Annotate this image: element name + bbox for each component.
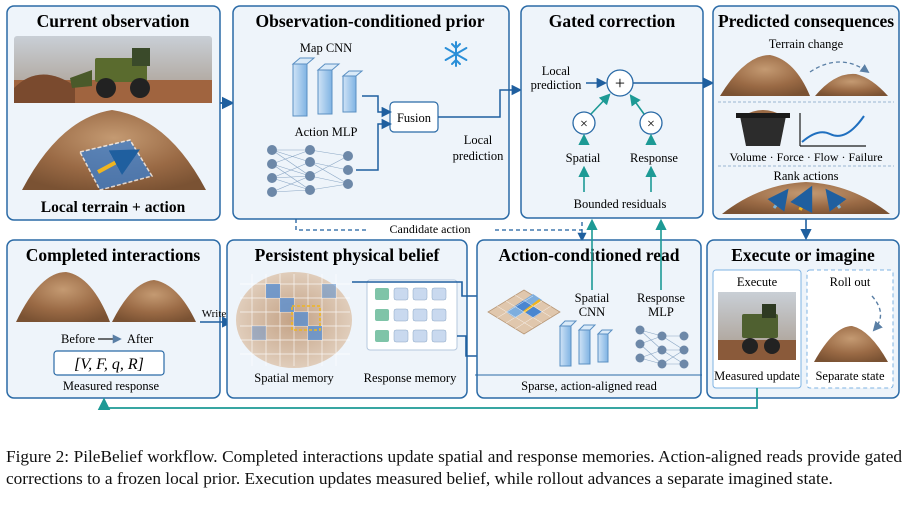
measured-update-label: Measured update: [714, 369, 800, 383]
sum-symbol: +: [615, 73, 625, 93]
action-mlp-label: Action MLP: [295, 125, 358, 139]
caption-label: Figure 2:: [6, 447, 70, 466]
best-action-arrow: [790, 185, 813, 214]
action-mlp-network: [267, 145, 353, 197]
after-pile: [112, 280, 196, 322]
measurement-tuple: [V, F, q, R]: [74, 356, 144, 373]
local-prediction-label-2: prediction: [453, 149, 504, 163]
panel-title: Completed interactions: [26, 245, 201, 265]
terrain-change-label: Terrain change: [769, 37, 844, 51]
response-memory-label: Response memory: [364, 371, 457, 385]
panel-execute-imagine: Execute or imagine Execute Measured upda…: [706, 239, 900, 399]
panel-current-observation: Current observation Local terrain + acti…: [6, 5, 221, 221]
spatial-cnn-label-1: Spatial: [575, 291, 610, 305]
panel-title: Predicted consequences: [718, 11, 894, 31]
panel-title: Persistent physical belief: [255, 245, 440, 265]
terrain-after-pile: [815, 73, 888, 96]
terrain-pile: [22, 110, 206, 191]
response-mlp-label-2: MLP: [648, 305, 674, 319]
local-prediction-label-1: Local: [464, 133, 493, 147]
imagined-pile: [814, 326, 888, 362]
local-prediction-label-1: Local: [542, 64, 571, 78]
spatial-cnn-blocks: [558, 320, 614, 367]
execute-photo: [718, 292, 796, 360]
panel-title: Execute or imagine: [731, 245, 875, 265]
spatial-gate-symbol: ×: [580, 117, 588, 132]
candidate-arrow: [767, 188, 789, 212]
response-mlp-label-1: Response: [637, 291, 685, 305]
local-prediction-label-2: prediction: [531, 78, 582, 92]
before-label: Before: [61, 332, 95, 346]
edge-response-to-sum: [629, 94, 645, 115]
spatial-memory-grid: [236, 272, 352, 368]
metrics-label: Volume · Force · Flow · Failure: [729, 150, 882, 164]
aligned-patch: [487, 289, 561, 335]
candidate-action-label: Candidate action: [390, 222, 471, 236]
rank-actions-label: Rank actions: [774, 169, 839, 183]
panel-predicted-consequences: Predicted consequences Terrain change Vo…: [712, 5, 900, 220]
response-memory-grid: [366, 279, 458, 351]
loader-photo: [14, 36, 212, 103]
panel-subtitle: Local terrain + action: [41, 199, 186, 216]
panel-title: Current observation: [37, 11, 190, 31]
panel-title: Action-conditioned read: [499, 245, 680, 265]
rollout-label: Roll out: [830, 275, 871, 289]
response-mlp-network: [635, 325, 689, 369]
panel-persistent-belief: Persistent physical belief Spatial memor…: [226, 239, 468, 399]
before-pile: [16, 272, 110, 322]
fusion-label: Fusion: [397, 111, 432, 125]
spatial-label: Spatial: [566, 151, 601, 165]
curve-chart-icon: [799, 113, 866, 147]
figure-caption: Figure 2: PileBelief workflow. Completed…: [6, 446, 902, 490]
edge-cnn-to-fusion: [362, 95, 393, 118]
panel-action-read: Action-conditioned read Spatial CNN Re: [475, 239, 702, 399]
candidate-action-label-bg: [368, 222, 492, 236]
rollout-cycle-arrow: [871, 295, 883, 332]
frozen-snowflake-icon: [444, 41, 468, 67]
measurement-tuple-box: [53, 350, 165, 376]
edge-spatial-memory-to-read: [352, 281, 489, 302]
sparse-read-label: Sparse, action-aligned read: [521, 379, 657, 393]
feedback-loop-edge: [97, 388, 758, 411]
map-cnn-label: Map CNN: [300, 41, 352, 55]
edge-spatial-to-sum: [590, 93, 611, 115]
spatial-memory-label: Spatial memory: [254, 371, 334, 385]
panel-prior: Observation-conditioned prior Map CNN Ac…: [232, 5, 510, 220]
after-label: After: [127, 332, 154, 346]
map-cnn-blocks: [291, 57, 364, 117]
terrain-change-arrow: [809, 61, 870, 74]
execute-label: Execute: [737, 275, 778, 289]
measured-response-label: Measured response: [63, 379, 160, 393]
terrain-before-pile: [720, 55, 810, 96]
candidate-arrow: [825, 188, 847, 212]
panel-title: Gated correction: [549, 11, 676, 31]
separate-state-label: Separate state: [815, 369, 885, 383]
write-label: Write: [202, 308, 227, 320]
bucket-icon: [736, 110, 790, 146]
arrow-prior-to-gated: [476, 84, 523, 118]
bounded-residuals-label: Bounded residuals: [574, 197, 667, 211]
panel-gated-correction: Gated correction Local prediction + × × …: [520, 5, 704, 219]
edge-mlp-to-fusion: [356, 118, 393, 171]
panel-title: Observation-conditioned prior: [256, 11, 485, 31]
response-gate-symbol: ×: [647, 117, 655, 132]
caption-text: PileBelief workflow. Completed interacti…: [6, 447, 903, 488]
spatial-cnn-label-2: CNN: [579, 305, 605, 319]
panel-completed-interactions: Completed interactions Before After [V, …: [6, 239, 221, 399]
response-label: Response: [630, 151, 678, 165]
